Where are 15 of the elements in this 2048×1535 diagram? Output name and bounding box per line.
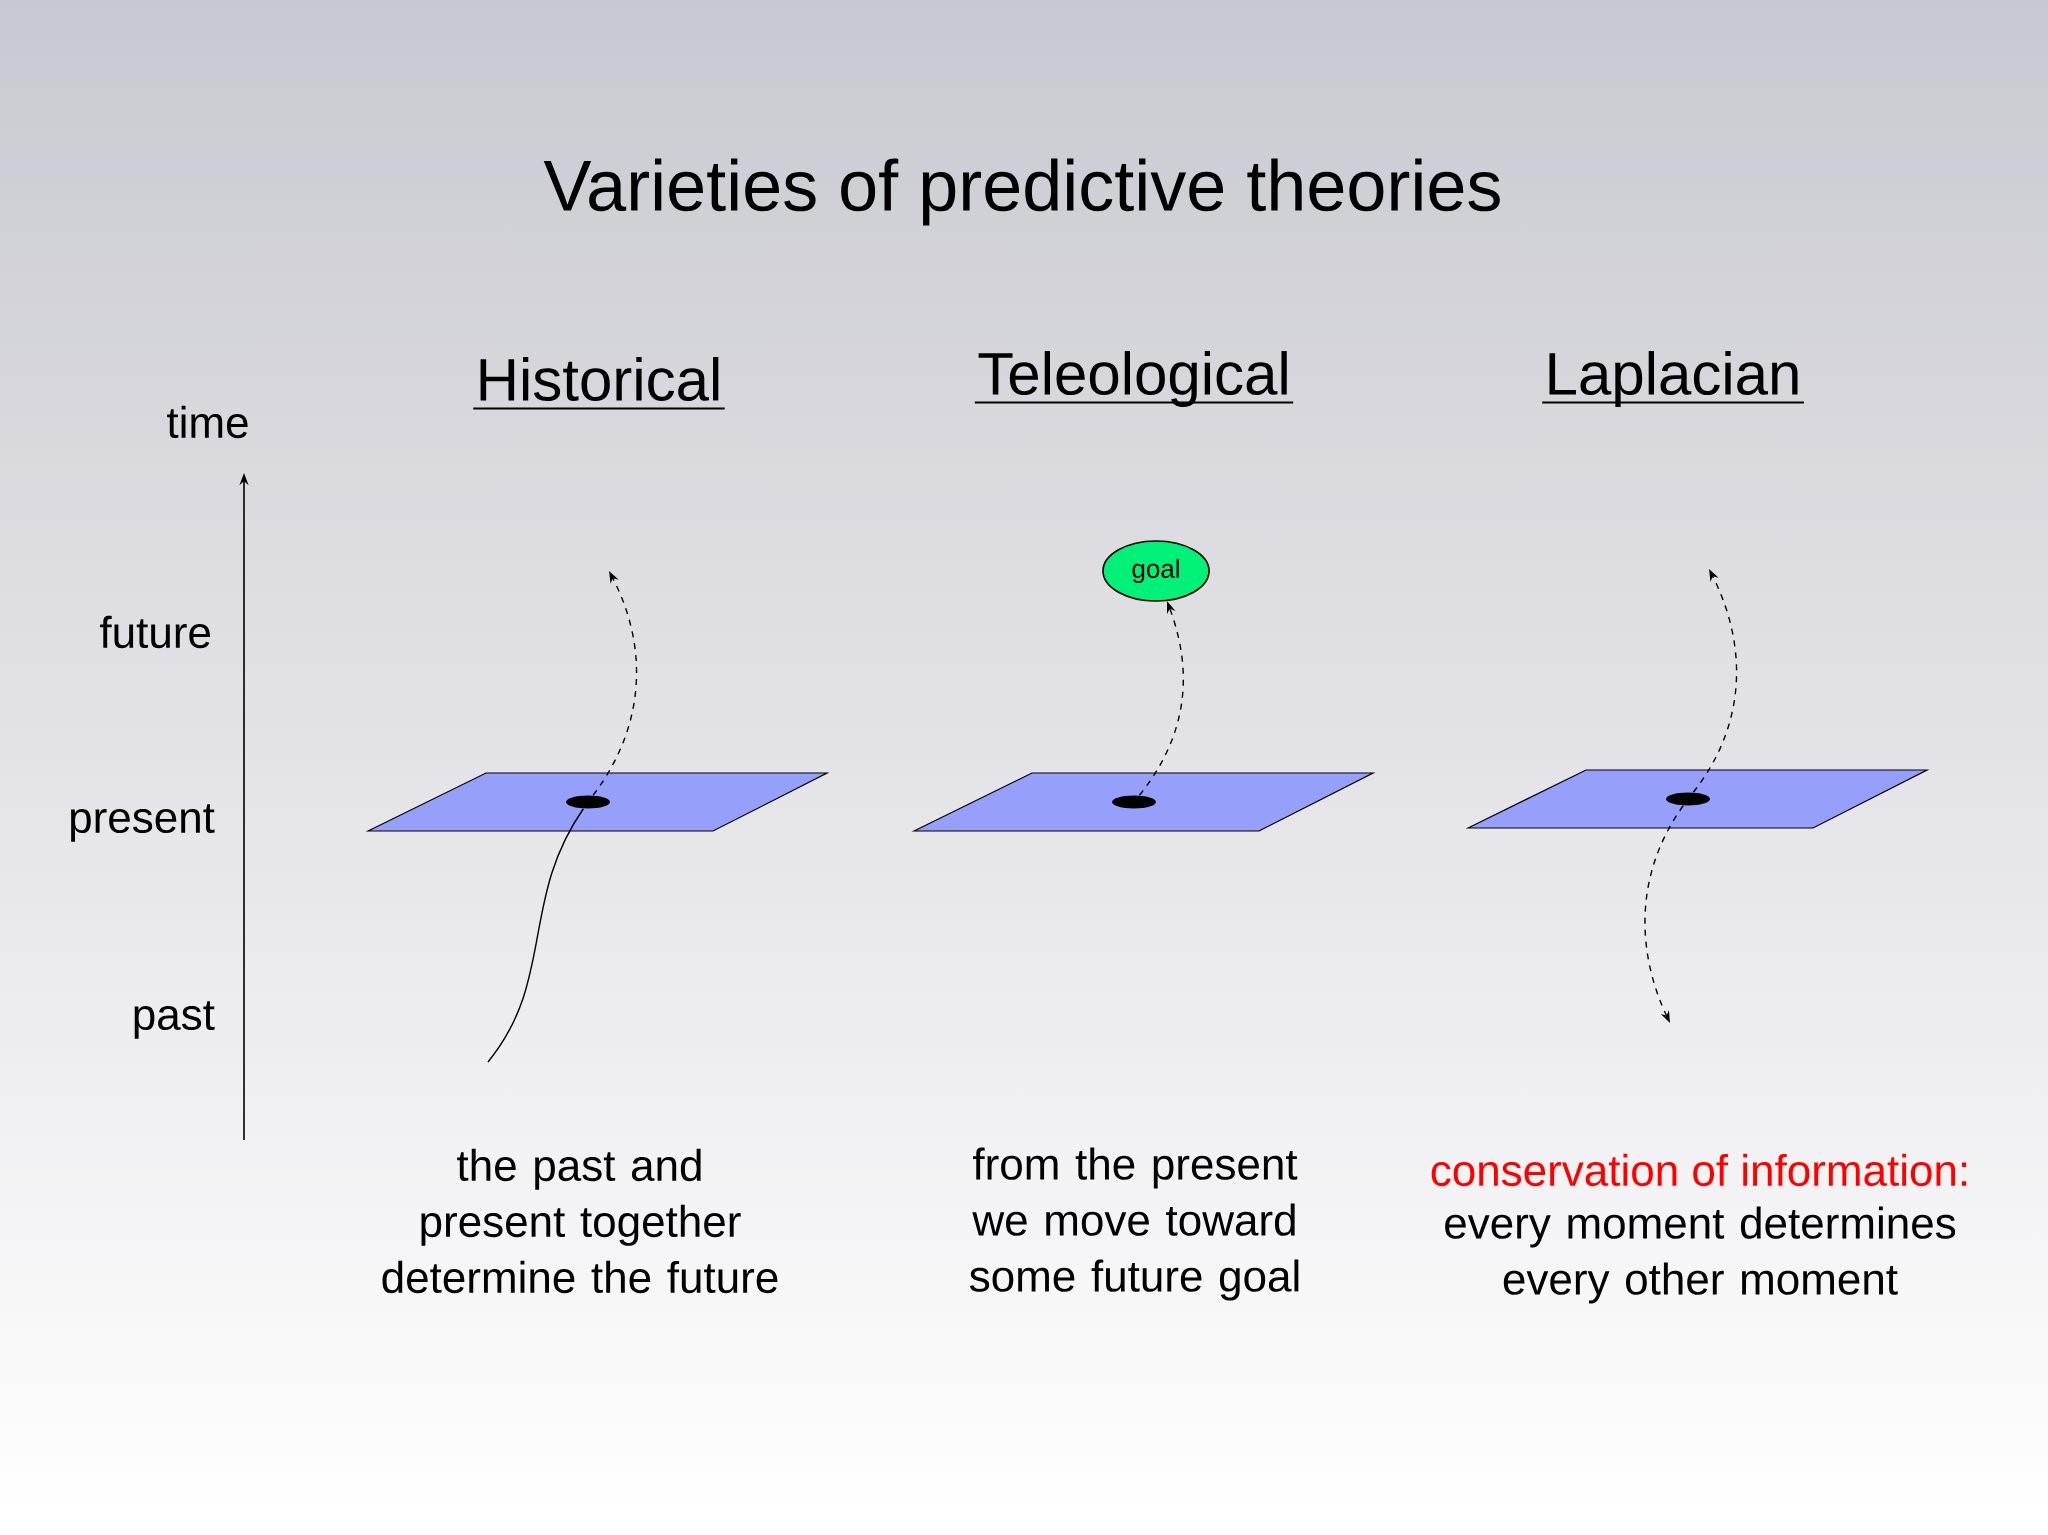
description: the past and present together determine the future (382, 1148, 778, 1294)
column-heading: Laplacian (1541, 351, 1805, 407)
dot (1666, 792, 1711, 806)
axis-label: time (167, 405, 248, 439)
highlighted-text: conservation of information: (1431, 1153, 1967, 1187)
description: from the present we move toward some future goal (969, 1147, 1299, 1301)
description: every moment determines every other moment (1445, 1206, 1956, 1304)
dot (1112, 795, 1156, 809)
title: Varieties of predictive theories (543, 158, 1500, 226)
axis-label: past (134, 1001, 215, 1039)
column-heading: Historical (472, 356, 726, 410)
dot (566, 795, 610, 809)
axis-label: future (100, 615, 210, 649)
column-heading: Teleological (973, 351, 1295, 407)
axis-label: present (71, 804, 215, 842)
